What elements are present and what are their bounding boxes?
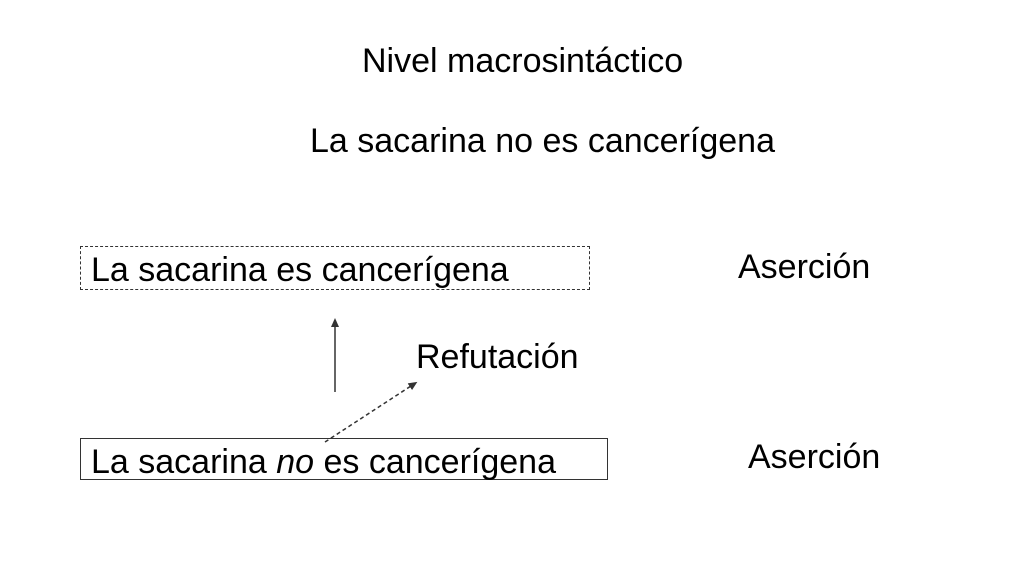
- asserted-proposition-box: La sacarina es cancerígena: [80, 246, 590, 290]
- negated-text-before: La sacarina: [91, 443, 277, 481]
- negated-text-after: es cancerígena: [314, 443, 557, 481]
- asserted-proposition-text: La sacarina es cancerígena: [91, 251, 509, 289]
- negation-emphasis: no: [276, 443, 315, 481]
- negated-proposition-text: La sacarina no es cancerígena: [91, 445, 556, 479]
- refutation-label: Refutación: [416, 338, 579, 376]
- diagram-title: Nivel macrosintáctico: [362, 42, 684, 80]
- dashed-refutation-arrow: [324, 381, 418, 443]
- assertion-label-lower: Aserción: [748, 438, 881, 476]
- assertion-label-upper: Aserción: [738, 248, 871, 286]
- negated-proposition-box: La sacarina no es cancerígena: [80, 438, 608, 480]
- main-statement: La sacarina no es cancerígena: [310, 122, 775, 160]
